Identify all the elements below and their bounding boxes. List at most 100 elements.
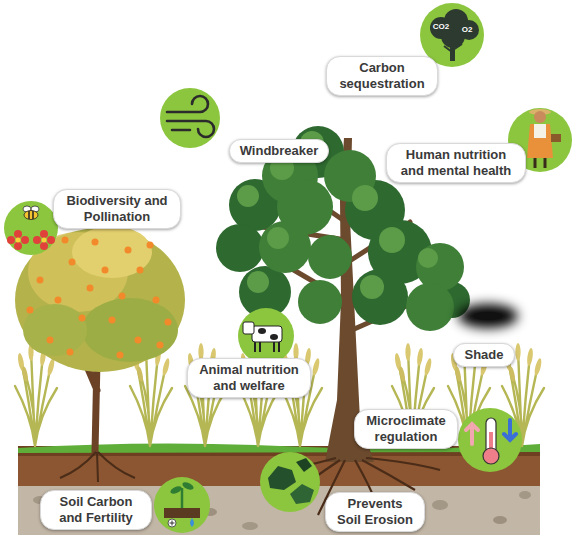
large-tree — [352, 269, 408, 325]
benefit-label: Windbreaker — [229, 139, 330, 163]
benefit-label: Human nutrition and mental health — [386, 143, 526, 182]
pollinator-icon — [7, 230, 55, 250]
cow-icon — [258, 328, 266, 334]
orange-tree — [117, 352, 124, 359]
thermometer-icon — [466, 424, 478, 444]
farmer-icon — [551, 134, 561, 142]
wind-icon — [160, 88, 220, 148]
orange-tree — [157, 342, 164, 349]
ground — [242, 522, 258, 530]
large-tree — [360, 275, 384, 299]
cow-icon — [243, 322, 254, 334]
soil-icon — [169, 485, 182, 496]
pollinator-icon — [7, 236, 15, 244]
carbon-icon — [450, 44, 455, 61]
shade-icon — [458, 304, 518, 328]
ground — [432, 500, 448, 510]
pollinator-icon — [14, 230, 22, 238]
large-tree — [216, 224, 264, 272]
soil-icon — [154, 477, 210, 533]
pollinator-icon — [14, 242, 22, 250]
benefit-label: Microclimate regulation — [354, 409, 458, 448]
thermometer-icon — [458, 408, 522, 472]
carbon-icon — [430, 9, 479, 61]
orange-tree — [79, 315, 86, 322]
large-tree — [267, 227, 289, 249]
label-text: Microclimate regulation — [365, 413, 447, 444]
benefit-label: Prevents Soil Erosion — [325, 492, 425, 531]
pollinator-icon — [40, 230, 48, 238]
large-tree — [237, 185, 259, 207]
orange-tree — [67, 349, 74, 356]
soil-icon — [154, 477, 210, 533]
orange-tree — [37, 277, 44, 284]
farmer-icon — [534, 111, 546, 123]
farmer-icon — [535, 158, 545, 168]
orange-tree — [55, 297, 62, 304]
cow-icon — [238, 308, 294, 364]
orange-tree — [15, 226, 185, 482]
pollinator-icon — [33, 236, 41, 244]
orange-tree — [60, 452, 135, 482]
erosion-icon — [268, 466, 296, 490]
large-tree — [247, 271, 269, 293]
orange-tree — [47, 337, 54, 344]
pollinator-icon — [29, 211, 33, 219]
thermometer-icon — [458, 408, 522, 472]
orange-tree — [125, 247, 132, 254]
pollinator-icon — [16, 238, 21, 243]
large-tree — [298, 280, 342, 324]
cow-icon — [255, 342, 279, 352]
ground — [493, 516, 507, 524]
soil-icon — [170, 521, 175, 526]
label-text: Windbreaker — [240, 143, 319, 159]
carbon-icon — [444, 44, 462, 52]
erosion-icon — [296, 458, 312, 472]
orange-tree — [72, 226, 152, 278]
soil-icon — [181, 488, 184, 508]
orange-tree — [23, 304, 87, 356]
large-tree — [216, 126, 470, 515]
benefit-label: Biodiversity and Pollination — [53, 189, 181, 228]
large-tree — [406, 283, 454, 331]
orange-tree — [92, 239, 99, 246]
orange-tree — [109, 317, 116, 324]
cow-icon — [238, 308, 294, 364]
orange-tree — [82, 298, 178, 362]
farmer-icon — [534, 124, 546, 138]
orange-tree — [119, 293, 126, 300]
thermometer-icon — [483, 448, 499, 464]
icon-label: CO2 — [433, 23, 449, 31]
ground — [519, 491, 531, 499]
orange-tree — [102, 267, 109, 274]
orange-tree — [27, 237, 172, 359]
shade-icon — [458, 304, 518, 328]
orange-tree — [87, 285, 94, 292]
soil-icon — [164, 508, 200, 518]
benefit-label: Shade — [453, 343, 514, 367]
orange-tree — [62, 237, 69, 244]
label-text: Human nutrition and mental health — [397, 147, 515, 178]
label-text: Carbon sequestration — [337, 60, 427, 91]
label-text: Prevents Soil Erosion — [336, 496, 414, 527]
ground — [18, 443, 540, 535]
orange-tree — [27, 307, 34, 314]
pollinator-icon — [40, 242, 48, 250]
pollinator-icon — [4, 201, 58, 255]
soil-icon — [181, 481, 194, 492]
large-tree — [418, 248, 438, 268]
wind-icon — [167, 96, 214, 137]
orange-tree — [69, 259, 76, 266]
large-tree — [259, 221, 311, 273]
large-tree — [416, 243, 464, 291]
orange-tree — [147, 242, 154, 249]
orange-tree — [135, 337, 142, 344]
orange-tree — [165, 319, 172, 326]
label-text: Animal nutrition and welfare — [198, 362, 300, 393]
label-text: Shade — [464, 347, 503, 363]
label-text: Soil Carbon and Fertility — [51, 494, 141, 525]
benefit-label: Animal nutrition and welfare — [187, 358, 311, 397]
cow-icon — [270, 334, 278, 340]
